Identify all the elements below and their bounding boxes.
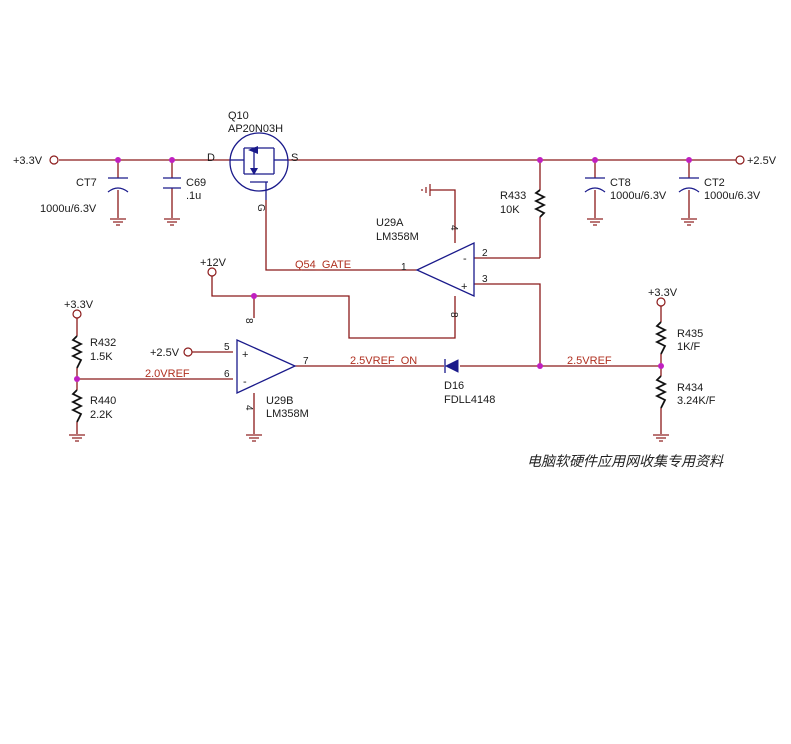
u29b-pin-8: 8 (243, 318, 254, 324)
ground-ct7 (110, 218, 126, 226)
u29a-pin-8: 8 (448, 312, 459, 318)
u29b-pin-5: 5 (224, 342, 230, 353)
u29a-part: LM358M (376, 231, 419, 243)
capacitor-ct2: CT2 1000u/6.3V (678, 177, 761, 202)
port-v25-in: +2.5V (150, 347, 180, 359)
resistor-r432: R432 1.5K (70, 335, 116, 369)
capacitor-c69: C69 .1u (163, 177, 206, 202)
r434-ref: R434 (677, 382, 703, 394)
net-vref-on: 2.5VREF_ON (350, 355, 417, 367)
wires (59, 159, 736, 434)
r432-ref: R432 (90, 337, 116, 349)
r433-ref: R433 (500, 190, 526, 202)
port-v33-in: +3.3V (13, 155, 43, 167)
ground-r434 (653, 434, 669, 442)
q10-ref: Q10 (228, 110, 249, 122)
ground-u29b (246, 434, 262, 442)
d16-ref: D16 (444, 380, 464, 392)
net-gate: Q54_GATE (295, 259, 351, 271)
junctions (74, 157, 692, 382)
port-v33-left: +3.3V (64, 299, 94, 311)
u29a-sign-plus: + (461, 281, 467, 293)
port-v12: +12V (200, 257, 227, 269)
q10-pin-s: S (291, 152, 298, 164)
capacitor-ct7: CT7 1000u/6.3V (40, 177, 129, 215)
resistor-r435: R435 1K/F (654, 321, 703, 355)
u29a-sign-minus: - (463, 253, 467, 265)
power-ports: +3.3V +2.5V +12V +2.5V +3.3V +3.3V (13, 155, 777, 359)
mosfet-q10: Q10 AP20N03H D S G (207, 110, 298, 212)
port-v33-right: +3.3V (648, 287, 678, 299)
net-vref20: 2.0VREF (145, 368, 190, 380)
u29b-sign-plus: + (242, 349, 248, 361)
u29a-ref: U29A (376, 217, 404, 229)
diode-d16: D16 FDLL4148 (444, 359, 495, 406)
r440-value: 2.2K (90, 409, 113, 421)
q10-pin-d: D (207, 152, 215, 164)
opamp-u29b: + - 5 6 7 8 4 U29B LM358M (224, 318, 309, 420)
resistor-r440: R440 2.2K (70, 389, 116, 423)
ground-c69 (164, 218, 180, 226)
u29b-part: LM358M (266, 408, 309, 420)
ground-r440 (69, 434, 85, 442)
ground-u29a (421, 184, 431, 196)
ct8-value: 1000u/6.3V (610, 190, 667, 202)
u29b-sign-minus: - (243, 376, 247, 388)
u29b-pin-4: 4 (243, 405, 254, 411)
r440-ref: R440 (90, 395, 116, 407)
q10-part: AP20N03H (228, 123, 283, 135)
r433-value: 10K (500, 204, 520, 216)
ground-ct2 (681, 218, 697, 226)
watermark-text: 电脑软硬件应用网收集专用资料 (527, 454, 724, 470)
net-vref25: 2.5VREF (567, 355, 612, 367)
u29b-pin-7: 7 (303, 356, 309, 367)
c69-ref: C69 (186, 177, 206, 189)
ct8-ref: CT8 (610, 177, 631, 189)
opamp-u29a: - + 1 2 3 4 8 U29A LM358M (376, 217, 488, 318)
capacitor-ct8: CT8 1000u/6.3V (584, 177, 667, 202)
ct2-value: 1000u/6.3V (704, 190, 761, 202)
ground-symbols (69, 184, 697, 442)
ground-ct8 (587, 218, 603, 226)
u29a-pin-2: 2 (482, 248, 488, 259)
r435-ref: R435 (677, 328, 703, 340)
resistor-r434: R434 3.24K/F (654, 375, 716, 409)
ct7-value: 1000u/6.3V (40, 203, 97, 215)
u29b-ref: U29B (266, 395, 294, 407)
ct2-ref: CT2 (704, 177, 725, 189)
resistor-r433: R433 10K (500, 189, 547, 218)
u29a-pin-1: 1 (401, 262, 407, 273)
u29a-pin-4: 4 (448, 225, 459, 231)
port-v25-out: +2.5V (747, 155, 777, 167)
d16-part: FDLL4148 (444, 394, 495, 406)
r434-value: 3.24K/F (677, 395, 716, 407)
r432-value: 1.5K (90, 351, 113, 363)
q10-pin-g: G (255, 204, 266, 212)
c69-value: .1u (186, 190, 201, 202)
ct7-ref: CT7 (76, 177, 97, 189)
r435-value: 1K/F (677, 341, 701, 353)
u29b-pin-6: 6 (224, 369, 230, 380)
net-labels: Q54_GATE 2.5VREF_ON 2.5VREF 2.0VREF (145, 259, 612, 380)
u29a-pin-3: 3 (482, 274, 488, 285)
